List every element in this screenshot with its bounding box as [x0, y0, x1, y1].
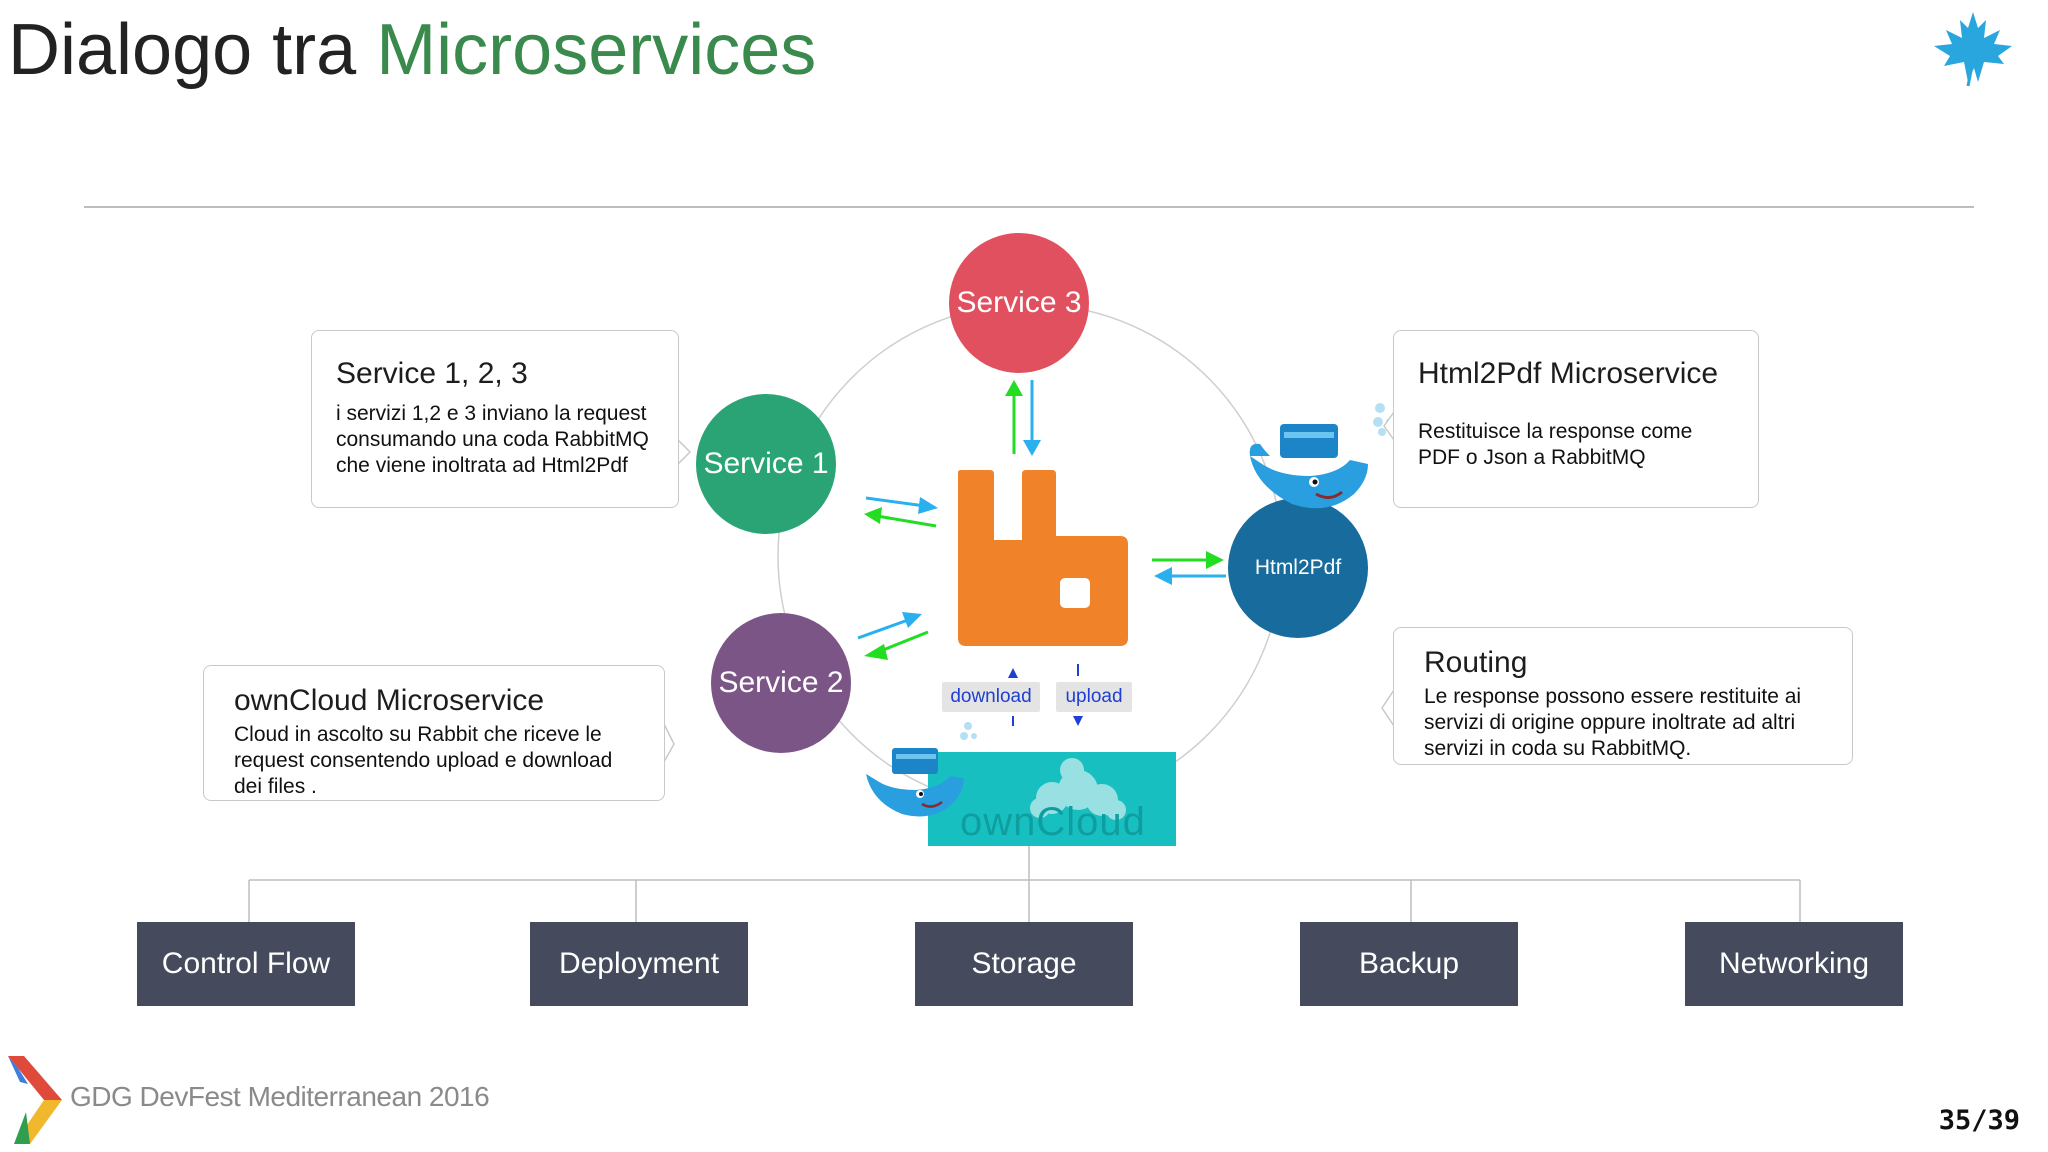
- maple-leaf-icon: [1934, 12, 2012, 87]
- owncloud-cloud-icon: [1030, 758, 1126, 820]
- category-storage: Storage: [915, 922, 1133, 1006]
- callout-pointers: [663, 411, 1395, 763]
- routing-callout-heading: Routing: [1424, 646, 1528, 679]
- service1-circle: [696, 394, 836, 534]
- owncloud-callout-line: request consentendo upload e download: [234, 749, 613, 772]
- html2pdf-callout-line: Restituisce la response come: [1418, 420, 1693, 443]
- html2pdf-circle: [1228, 498, 1368, 638]
- service3-label: Service 3: [956, 286, 1082, 319]
- routing-callout: Routing Le response possono essere resti…: [1393, 627, 1853, 765]
- transfer-arrows: [1008, 664, 1083, 726]
- service2-label: Service 2: [718, 666, 844, 699]
- category-networking: Networking: [1685, 922, 1903, 1006]
- owncloud-logo: [928, 752, 1176, 846]
- routing-callout-line: servizi in coda su RabbitMQ.: [1424, 737, 1692, 760]
- owncloud-callout-line: Cloud in ascolto su Rabbit che riceve le: [234, 723, 602, 746]
- html2pdf-label: Html2Pdf: [1254, 556, 1342, 579]
- html2pdf-callout-heading: Html2Pdf Microservice: [1418, 357, 1719, 390]
- docker-whale-icon: [1249, 403, 1394, 509]
- html2pdf-callout: Html2Pdf Microservice Restituisce la res…: [1393, 330, 1759, 508]
- title-accent: Microservices: [376, 10, 817, 90]
- html2pdf-callout-line: PDF o Json a RabbitMQ: [1418, 446, 1646, 469]
- divider: [84, 206, 1974, 208]
- owncloud-callout: ownCloud Microservice Cloud in ascolto s…: [203, 665, 665, 801]
- title-prefix: Dialogo tra: [8, 10, 377, 90]
- upload-tag: upload: [1056, 682, 1132, 712]
- services-callout-line: consumando una coda RabbitMQ: [336, 428, 649, 451]
- owncloud-callout-heading: ownCloud Microservice: [234, 684, 545, 717]
- arrows-service3: [1005, 380, 1041, 456]
- routing-callout-line: Le response possono essere restituite ai: [1424, 685, 1802, 708]
- arrows-service2: [857, 612, 929, 660]
- service3-circle: [949, 233, 1089, 373]
- gdg-chevron-icon: [8, 1056, 62, 1144]
- arrows-html2pdf: [1152, 551, 1226, 585]
- docker-whale-icon: [866, 722, 977, 817]
- owncloud-logo-text: ownCloud: [960, 800, 1146, 844]
- category-backup: Backup: [1300, 922, 1518, 1006]
- services-callout-line: i servizi 1,2 e 3 inviano la request: [336, 402, 647, 425]
- routing-callout-line: servizi di origine oppure inoltrate ad a…: [1424, 711, 1796, 734]
- service1-label: Service 1: [703, 447, 829, 480]
- page-number: 35/39: [1938, 1105, 2020, 1136]
- footer-event: GDG DevFest Mediterranean 2016: [70, 1081, 490, 1112]
- services-callout-line: che viene inoltrata ad Html2Pdf: [336, 454, 628, 477]
- category-control-flow: Control Flow: [137, 922, 355, 1006]
- service2-circle: [711, 613, 851, 753]
- services-callout-heading: Service 1, 2, 3: [336, 357, 528, 390]
- rabbitmq-logo: [958, 470, 1128, 646]
- arrows-service1: [864, 496, 938, 528]
- owncloud-callout-line: dei files .: [234, 775, 317, 798]
- page-title: Dialogo tra Microservices: [8, 2, 816, 98]
- download-tag: download: [942, 682, 1040, 712]
- services-callout: Service 1, 2, 3 i servizi 1,2 e 3 invian…: [311, 330, 679, 508]
- category-connectors: [248, 846, 1801, 922]
- category-deployment: Deployment: [530, 922, 748, 1006]
